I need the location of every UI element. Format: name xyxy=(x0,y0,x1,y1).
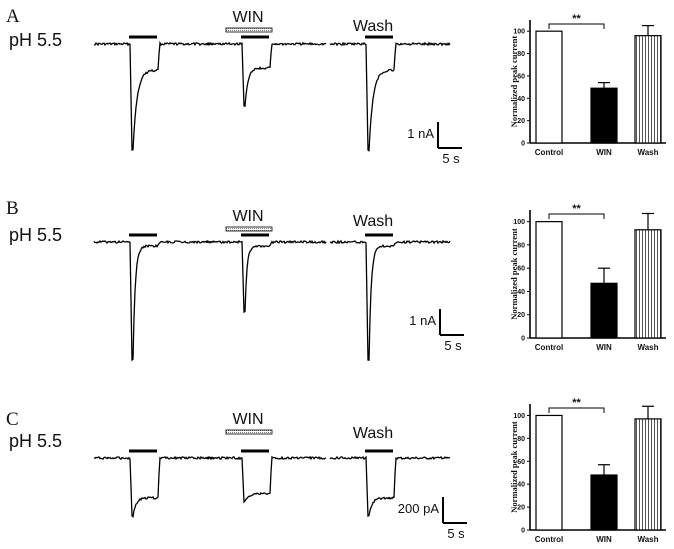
y-axis-label: Normalized peak current xyxy=(509,228,519,320)
significance-bracket xyxy=(548,407,605,413)
ph-label: pH 5.5 xyxy=(9,431,62,451)
win-application-bar xyxy=(225,429,273,435)
bar-control xyxy=(535,221,563,339)
y-axis-label: Normalized peak current xyxy=(509,36,519,128)
wash-label: Wash xyxy=(353,425,393,442)
category-label-wash: Wash xyxy=(637,343,658,352)
y-tick-label: 60 xyxy=(517,73,525,80)
current-scale-label: 1 nA xyxy=(407,126,434,141)
y-tick-label: 20 xyxy=(517,312,525,319)
bar-wash xyxy=(634,418,662,531)
category-label-control: Control xyxy=(535,535,563,544)
current-trace xyxy=(329,239,451,361)
current-scale-label: 200 pA xyxy=(398,501,440,516)
y-tick-label: 0 xyxy=(521,141,525,148)
current-trace xyxy=(329,455,451,518)
current-trace xyxy=(205,239,327,313)
ph-label: pH 5.5 xyxy=(9,225,62,245)
category-label-win: WIN xyxy=(596,148,612,157)
y-tick-label: 80 xyxy=(517,242,525,249)
current-scale-label: 1 nA xyxy=(409,313,436,328)
significance-marker: ** xyxy=(572,13,581,25)
y-tick-label: 100 xyxy=(513,29,525,36)
significance-bracket xyxy=(548,23,605,29)
category-label-control: Control xyxy=(535,343,563,352)
win-application-bar xyxy=(225,27,273,33)
significance-bracket xyxy=(548,213,605,219)
wash-label: Wash xyxy=(353,213,393,230)
current-trace xyxy=(205,41,327,107)
category-label-win: WIN xyxy=(596,535,612,544)
y-tick-label: 20 xyxy=(517,118,525,125)
ph-label: pH 5.5 xyxy=(9,30,62,50)
category-label-win: WIN xyxy=(596,343,612,352)
time-scale-label: 5 s xyxy=(442,151,460,166)
current-trace xyxy=(329,41,451,152)
win-application-bar xyxy=(225,226,273,232)
y-tick-label: 0 xyxy=(521,528,525,535)
y-tick-label: 40 xyxy=(517,482,525,489)
bar-win xyxy=(590,87,618,144)
panel-letter: B xyxy=(6,198,19,219)
current-trace xyxy=(93,455,214,518)
bar-win xyxy=(590,282,618,339)
category-label-wash: Wash xyxy=(637,535,658,544)
current-trace xyxy=(94,40,215,151)
wash-label: Wash xyxy=(353,18,393,35)
win-label: WIN xyxy=(232,208,263,225)
y-tick-label: 20 xyxy=(517,505,525,512)
time-scale-label: 5 s xyxy=(444,338,462,353)
panel-letter: A xyxy=(6,6,20,27)
y-tick-label: 40 xyxy=(517,289,525,296)
y-tick-label: 100 xyxy=(513,219,525,226)
bar-wash xyxy=(634,229,662,339)
y-tick-label: 80 xyxy=(517,436,525,443)
bar-control xyxy=(535,414,563,531)
bar-wash xyxy=(634,35,662,144)
current-trace xyxy=(93,240,215,362)
y-tick-label: 0 xyxy=(521,336,525,343)
win-label: WIN xyxy=(232,9,263,26)
significance-marker: ** xyxy=(572,203,581,215)
time-scale-label: 5 s xyxy=(447,526,465,541)
panel-letter: C xyxy=(6,409,19,430)
y-tick-label: 80 xyxy=(517,51,525,58)
y-tick-label: 60 xyxy=(517,266,525,273)
y-tick-label: 100 xyxy=(513,413,525,420)
bar-control xyxy=(535,30,563,144)
bar-win xyxy=(590,474,618,531)
current-trace xyxy=(205,455,327,504)
significance-marker: ** xyxy=(572,397,581,409)
y-tick-label: 60 xyxy=(517,459,525,466)
category-label-wash: Wash xyxy=(637,148,658,157)
y-tick-label: 40 xyxy=(517,96,525,103)
category-label-control: Control xyxy=(535,148,563,157)
win-label: WIN xyxy=(232,411,263,428)
y-axis-label: Normalized peak current xyxy=(509,421,519,513)
